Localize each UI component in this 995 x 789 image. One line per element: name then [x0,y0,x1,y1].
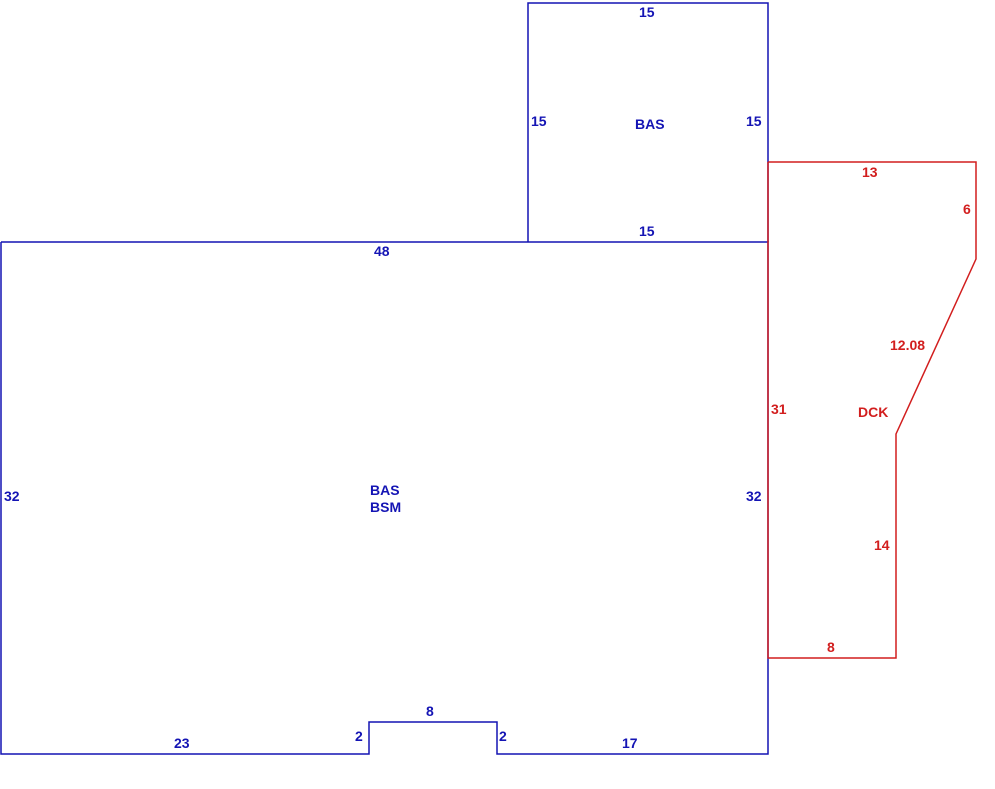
deck-bottom-dimension: 8 [827,639,835,655]
deck-left-dimension: 31 [771,401,787,417]
deck-right-lower-dimension: 14 [874,537,890,553]
main-left-dimension: 32 [4,488,20,504]
addition-top-dimension: 15 [639,4,655,20]
deck-top-dimension: 13 [862,164,878,180]
addition-right-dimension: 15 [746,113,762,129]
deck-diagonal-dimension: 12.08 [890,337,925,353]
deck-area-label: DCK [858,404,888,420]
notch-left-dimension: 2 [355,728,363,744]
main-right-dimension: 32 [746,488,762,504]
main-area-label-bas: BAS [370,482,400,498]
notch-top-dimension: 8 [426,703,434,719]
addition-area-label: BAS [635,116,665,132]
deck-right-dimension: 6 [963,201,971,217]
deck-outline [767,161,977,659]
main-top-dimension: 48 [374,243,390,259]
main-bottom-left-dimension: 23 [174,735,190,751]
main-bottom-right-dimension: 17 [622,735,638,751]
main-building-outline [0,241,769,755]
addition-left-dimension: 15 [531,113,547,129]
addition-bottom-dimension: 15 [639,223,655,239]
addition-outline [527,2,769,242]
main-area-label-bsm: BSM [370,499,401,515]
notch-right-dimension: 2 [499,728,507,744]
